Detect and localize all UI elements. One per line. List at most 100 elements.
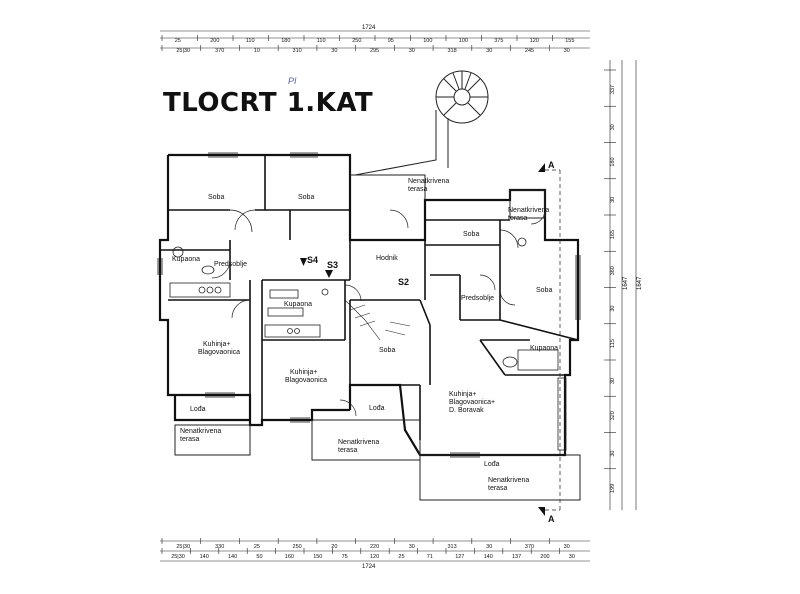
s3-arrow xyxy=(325,270,333,278)
bottom-dim-b-7: 120 xyxy=(370,554,379,560)
bottom-dim-row-2: 25|30 140 140 50 160 150 75 120 25 71 127 140 137 200… xyxy=(161,548,575,560)
section-arrow-bottom xyxy=(538,507,545,516)
bottom-dim-b-4: 160 xyxy=(285,554,294,560)
top-dim-b-3: 310 xyxy=(293,48,302,54)
top-dim-a-7: 100 xyxy=(423,38,432,44)
windows xyxy=(157,152,581,458)
bottom-dim-b-2: 140 xyxy=(228,554,237,560)
room-soba-2: Soba xyxy=(298,194,314,201)
section-arrow-top xyxy=(538,163,545,172)
room-kuhinja-3-line2: Blagovaonica+ xyxy=(449,399,495,406)
sheet-mark: PI xyxy=(288,76,297,86)
bottom-dim-a-8: 30 xyxy=(486,544,492,550)
bottom-dim-a-2: 25 xyxy=(254,544,260,550)
right-dim-2: 180 xyxy=(610,157,616,166)
top-dim-b-7: 318 xyxy=(447,48,456,54)
top-dim-b-2: 10 xyxy=(254,48,260,54)
bottom-dim-b-1: 140 xyxy=(200,554,209,560)
bottom-dim-b-11: 140 xyxy=(484,554,493,560)
top-dim-a-10: 120 xyxy=(530,38,539,44)
room-kupaona-2: Kupaona xyxy=(284,301,312,308)
room-soba-4: Soba xyxy=(536,287,552,294)
room-hodnik: Hodnik xyxy=(376,255,398,262)
top-dim-b-10: 30 xyxy=(564,48,570,54)
fixtures xyxy=(169,237,567,451)
right-dim-1: 30 xyxy=(610,124,616,130)
top-dim-b-4: 30 xyxy=(331,48,337,54)
bottom-dim-a-0: 25|30 xyxy=(176,544,190,550)
bottom-total-dim: 1724 xyxy=(362,564,376,570)
bottom-dim-b-3: 50 xyxy=(256,554,262,560)
s4-arrow xyxy=(300,258,307,266)
top-dim-a-3: 180 xyxy=(281,38,290,44)
right-total-2: 1647 xyxy=(637,276,643,290)
section-mark-s4: S4 xyxy=(307,255,318,265)
room-predsoblje-1: Predsoblje xyxy=(214,261,247,268)
room-kupaona-3: Kupaona xyxy=(530,345,558,352)
top-dim-a-4: 110 xyxy=(317,38,326,44)
right-dim-4: 165 xyxy=(610,230,616,239)
bottom-dim-a-5: 220 xyxy=(370,544,379,550)
room-kupaona-1: Kupaona xyxy=(172,256,200,263)
room-soba-1: Soba xyxy=(208,194,224,201)
room-kuhinja-3-line1: Kuhinja+ xyxy=(449,391,476,398)
section-mark-s3: S3 xyxy=(327,260,338,270)
top-dim-a-2: 110 xyxy=(246,38,255,44)
bottom-dim-b-12: 137 xyxy=(512,554,521,560)
bottom-dim-b-10: 127 xyxy=(455,554,464,560)
door-swings xyxy=(211,209,546,417)
spiral-staircase xyxy=(354,70,489,176)
bottom-dim-a-7: 313 xyxy=(447,544,456,550)
top-dim-a-8: 100 xyxy=(459,38,468,44)
top-dim-a-5: 250 xyxy=(352,38,361,44)
top-dim-b-6: 30 xyxy=(409,48,415,54)
right-dim-5: 360 xyxy=(610,266,616,275)
right-dim-7: 115 xyxy=(610,339,616,348)
top-total-dim: 1724 xyxy=(362,25,376,31)
room-lodja-2: Lođa xyxy=(369,405,385,412)
bottom-dim-b-14: 30 xyxy=(569,554,575,560)
top-dim-b-0: 25|30 xyxy=(176,48,190,54)
top-dim-a-9: 375 xyxy=(494,38,503,44)
room-predsoblje-2: Predsoblje xyxy=(461,295,494,302)
inner-walls xyxy=(160,155,579,440)
room-soba-3: Soba xyxy=(463,231,479,238)
page-title: TLOCRT 1.KAT xyxy=(163,88,374,118)
right-total-1: 1647 xyxy=(623,276,629,290)
top-dim-a-0: 25 xyxy=(175,38,181,44)
bottom-dim-b-0: 25|30 xyxy=(171,554,185,560)
bottom-dim-b-5: 150 xyxy=(313,554,322,560)
room-lodja-3: Lođa xyxy=(484,461,500,468)
top-dim-b-5: 295 xyxy=(370,48,379,54)
bottom-dimension-chain xyxy=(160,540,590,562)
right-dim-0: 337 xyxy=(610,85,616,94)
terraces xyxy=(174,174,581,501)
room-kuhinja-1-line2: Blagovaonica xyxy=(198,349,240,356)
right-dim-6: 30 xyxy=(610,306,616,312)
top-dim-b-1: 370 xyxy=(215,48,224,54)
bottom-dim-b-13: 200 xyxy=(540,554,549,560)
bottom-dim-b-9: 71 xyxy=(427,554,433,560)
bottom-dim-a-10: 30 xyxy=(564,544,570,550)
section-mark-s2: S2 xyxy=(398,277,409,287)
room-lodja-1: Lođa xyxy=(190,406,206,413)
room-kuhinja-2-line1: Kuhinja+ xyxy=(290,369,317,376)
bottom-dim-a-1: 330 xyxy=(215,544,224,550)
room-kuhinja-1-line1: Kuhinja+ xyxy=(203,341,230,348)
room-kuhinja-3-line3: D. Boravak xyxy=(449,407,484,414)
room-kuhinja-2-line2: Blagovaonica xyxy=(285,377,327,384)
internal-stairs xyxy=(344,299,411,341)
bottom-dim-b-8: 25 xyxy=(398,554,404,560)
bottom-dim-a-9: 370 xyxy=(525,544,534,550)
right-dim-8: 30 xyxy=(610,378,616,384)
bottom-dim-b-6: 75 xyxy=(342,554,348,560)
